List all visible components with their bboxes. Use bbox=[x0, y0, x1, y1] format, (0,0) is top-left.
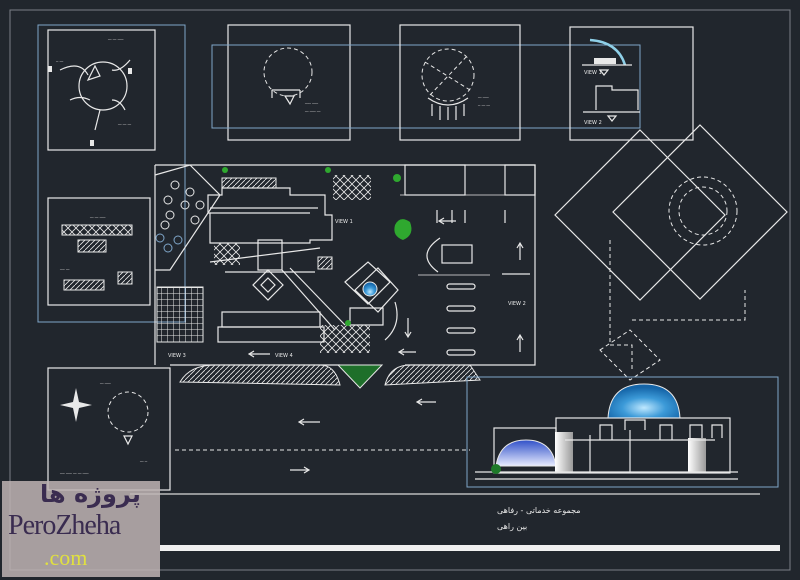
svg-text:ـــــ ـــ: ـــــ ـــ bbox=[477, 94, 489, 99]
svg-text:ـــ ـــ ـــ: ـــ ـــ ـــ bbox=[117, 121, 132, 126]
svg-text:ـــ ــ: ـــ ــ bbox=[55, 58, 64, 63]
view-2-label-top: VIEW 2 bbox=[584, 120, 602, 126]
drawing-frame bbox=[9, 9, 791, 571]
watermark-logo: پروژه ها PeroZheha .com bbox=[2, 481, 160, 577]
view-2-label-plan: VIEW 2 bbox=[508, 301, 526, 307]
detail-parking-plan: ـــــ ـــ ـــ ـــ ــــ bbox=[47, 197, 151, 306]
view-1-label-plan: VIEW 1 bbox=[335, 219, 353, 225]
sheet-border-top bbox=[211, 44, 641, 129]
svg-text:ـــــ ـــ ـــ: ـــــ ـــ ـــ bbox=[89, 214, 106, 219]
watermark-persian: پروژه ها bbox=[40, 480, 141, 508]
detail-compass-plan: ـــــ ـــ ــ ـــ ـــــ ـــ ـــ ـــــ ــــ bbox=[47, 367, 171, 491]
svg-text:ـــ ـــــ ـــ: ـــ ـــــ ـــ bbox=[304, 108, 321, 113]
svg-text:ـــــ ـــــ: ـــــ ـــــ bbox=[304, 100, 319, 105]
watermark-latin: PeroZheha bbox=[8, 510, 121, 541]
svg-text:ـــــ ـــ ـــ ـــــ ــــ: ـــــ ـــ ـــ ـــــ ــــ bbox=[59, 470, 89, 475]
watermark-domain: .com bbox=[44, 545, 88, 570]
detail-entrance-plan: ـــــ ـــــ ـــ ـــــ ـــ bbox=[227, 24, 351, 141]
sheet-border-left bbox=[37, 24, 186, 323]
detail-views-1-2: VIEW 1 VIEW 2 bbox=[569, 26, 694, 141]
pavilion-plan bbox=[554, 124, 788, 381]
svg-text:ــ ـــ: ــ ـــ bbox=[139, 458, 148, 463]
project-title-line2: بین راهی bbox=[497, 522, 527, 531]
elevation-view bbox=[466, 376, 779, 488]
view-3-label: VIEW 3 bbox=[168, 353, 186, 359]
view-1-label: VIEW 1 bbox=[584, 70, 602, 76]
detail-circulation-diagram: ـــــ ـــ ـــ ـــ ــ ـــ ـــ ـــ bbox=[47, 29, 156, 151]
svg-text:ـــــ ـــ ـــ: ـــــ ـــ ـــ bbox=[107, 36, 124, 41]
detail-dome-plan: ـــــ ـــ ـــ ـــ ــ bbox=[399, 24, 521, 141]
road bbox=[175, 364, 481, 474]
svg-text:ـــ ـــ ــ: ـــ ـــ ــ bbox=[477, 102, 491, 107]
view-4-label: VIEW 4 bbox=[275, 353, 293, 359]
svg-text:ـــ ــــ: ـــ ــــ bbox=[59, 266, 70, 271]
svg-text:ـــــ ـــ: ـــــ ـــ bbox=[99, 380, 111, 385]
site-plan: VIEW 3 VIEW 4 VIEW 2 VIEW 1 bbox=[154, 164, 536, 389]
title-bar-line bbox=[160, 545, 780, 551]
project-title-line1: مجموعه خدماتی - رفاهی bbox=[497, 506, 581, 515]
